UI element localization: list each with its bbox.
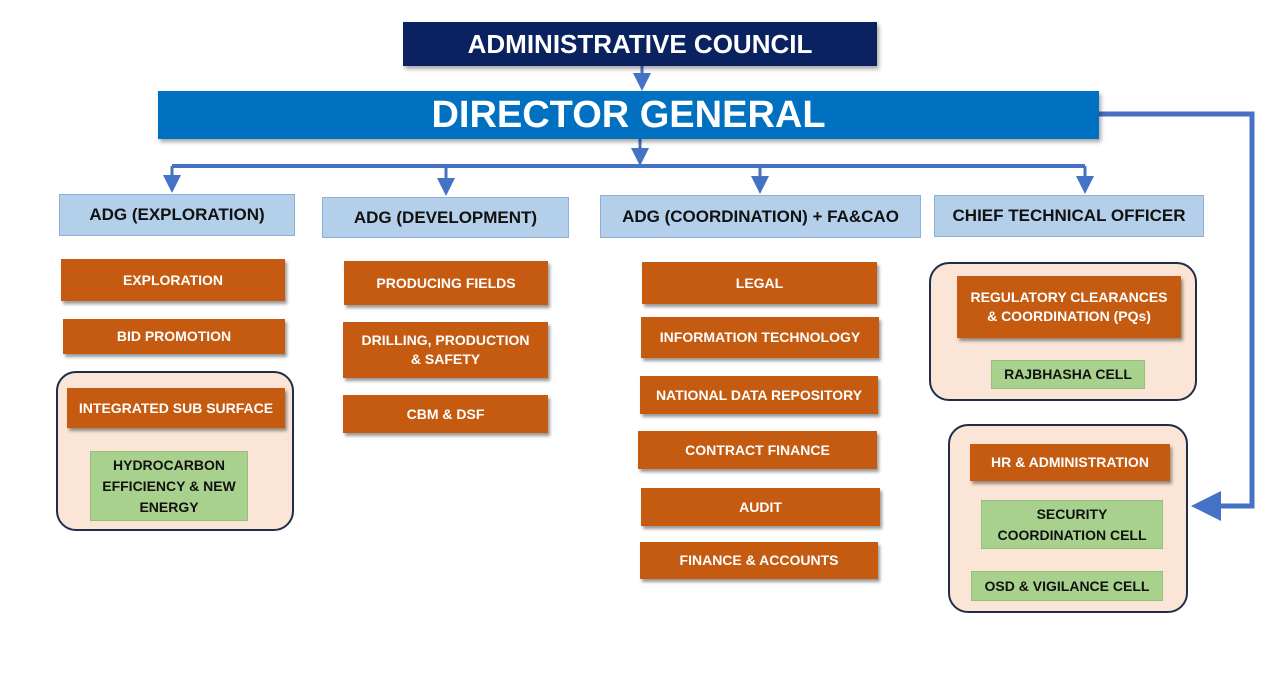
information-technology-unit-box: INFORMATION TECHNOLOGY [641, 317, 879, 358]
osd-vigilance-cell-box: OSD & VIGILANCE CELL [971, 571, 1163, 601]
security-coordination-cell-box: SECURITY COORDINATION CELL [981, 500, 1163, 549]
integrated-sub-surface-unit-box: INTEGRATED SUB SURFACE [67, 388, 285, 428]
adg-development-box: ADG (DEVELOPMENT) [322, 197, 569, 238]
cbm-dsf-unit-box: CBM & DSF [343, 395, 548, 433]
administrative-council-box: ADMINISTRATIVE COUNCIL [403, 22, 877, 66]
adg-exploration-box: ADG (EXPLORATION) [59, 194, 295, 236]
national-data-repository-unit-box: NATIONAL DATA REPOSITORY [640, 376, 878, 414]
hr-administration-unit-box: HR & ADMINISTRATION [970, 444, 1170, 481]
legal-unit-box: LEGAL [642, 262, 877, 304]
rajbhasha-cell-box: RAJBHASHA CELL [991, 360, 1145, 389]
drilling-production-safety-unit-box: DRILLING, PRODUCTION & SAFETY [343, 322, 548, 378]
hydrocarbon-efficiency-cell-box: HYDROCARBON EFFICIENCY & NEW ENERGY [90, 451, 248, 521]
chief-technical-officer-box: CHIEF TECHNICAL OFFICER [934, 195, 1204, 237]
regulatory-clearances-unit-box: REGULATORY CLEARANCES & COORDINATION (PQ… [957, 276, 1181, 338]
adg-coordination-box: ADG (COORDINATION) + FA&CAO [600, 195, 921, 238]
bid-promotion-unit-box: BID PROMOTION [63, 319, 285, 354]
finance-accounts-unit-box: FINANCE & ACCOUNTS [640, 542, 878, 579]
contract-finance-unit-box: CONTRACT FINANCE [638, 431, 877, 469]
director-general-box: DIRECTOR GENERAL [158, 91, 1099, 139]
audit-unit-box: AUDIT [641, 488, 880, 526]
exploration-unit-box: EXPLORATION [61, 259, 285, 301]
producing-fields-unit-box: PRODUCING FIELDS [344, 261, 548, 305]
